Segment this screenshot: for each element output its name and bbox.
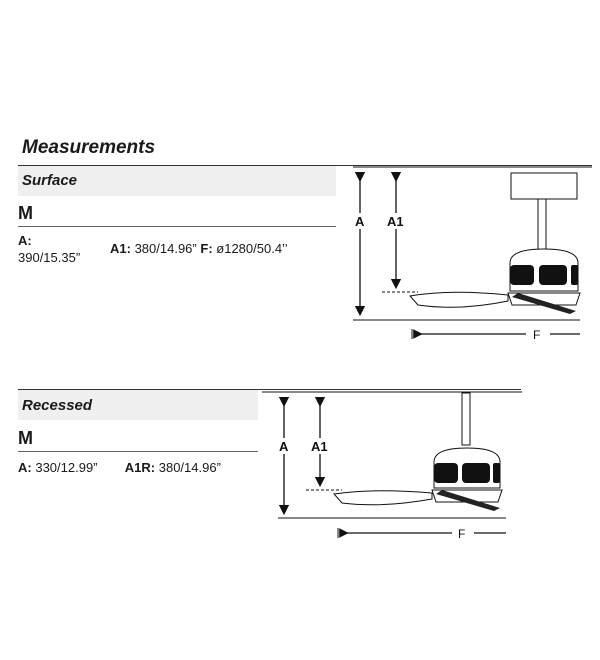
surface-header-band	[18, 166, 336, 196]
surface-dim-a1: A1	[387, 214, 404, 229]
surface-a1-value: 380/14.96”	[134, 241, 197, 256]
surface-dim-f: F	[533, 328, 540, 342]
surface-dim-a: A	[355, 214, 365, 229]
surface-a-label: A:	[18, 233, 32, 248]
surface-f-label: F:	[200, 241, 213, 256]
surface-a-spec: A:	[18, 233, 32, 248]
section-rule-top	[18, 165, 592, 166]
recessed-a-label: A:	[18, 460, 32, 475]
recessed-divider	[18, 451, 258, 452]
recessed-header-band	[18, 390, 258, 420]
surface-divider	[18, 226, 336, 227]
recessed-dim-a: A	[279, 439, 289, 454]
surface-fan-diagram: A A1 F	[353, 166, 592, 342]
recessed-a-value: 330/12.99”	[35, 460, 98, 475]
recessed-a1r-label: A1R:	[124, 460, 156, 475]
surface-a1-label: A1:	[110, 241, 131, 256]
recessed-label: Recessed	[22, 397, 93, 414]
recessed-specs: A: 330/12.99” A1R: 380/14.96”	[18, 460, 221, 475]
recessed-dim-a1: A1	[311, 439, 328, 454]
surface-a1-spec: A1: 380/14.96” F: ø1280/50.4’’	[110, 241, 288, 256]
surface-model: M	[18, 203, 33, 223]
section-rule-recessed	[18, 389, 521, 390]
surface-f-value: ø1280/50.4’’	[216, 241, 288, 256]
recessed-fan-diagram: A A1 F	[262, 391, 522, 541]
recessed-model: M	[18, 428, 33, 448]
surface-label: Surface	[22, 172, 78, 189]
page-title: Measurements	[22, 137, 156, 158]
surface-a-value: 390/15.35”	[18, 250, 81, 265]
recessed-dim-f: F	[458, 527, 465, 541]
recessed-a1r-value: 380/14.96”	[158, 460, 221, 475]
